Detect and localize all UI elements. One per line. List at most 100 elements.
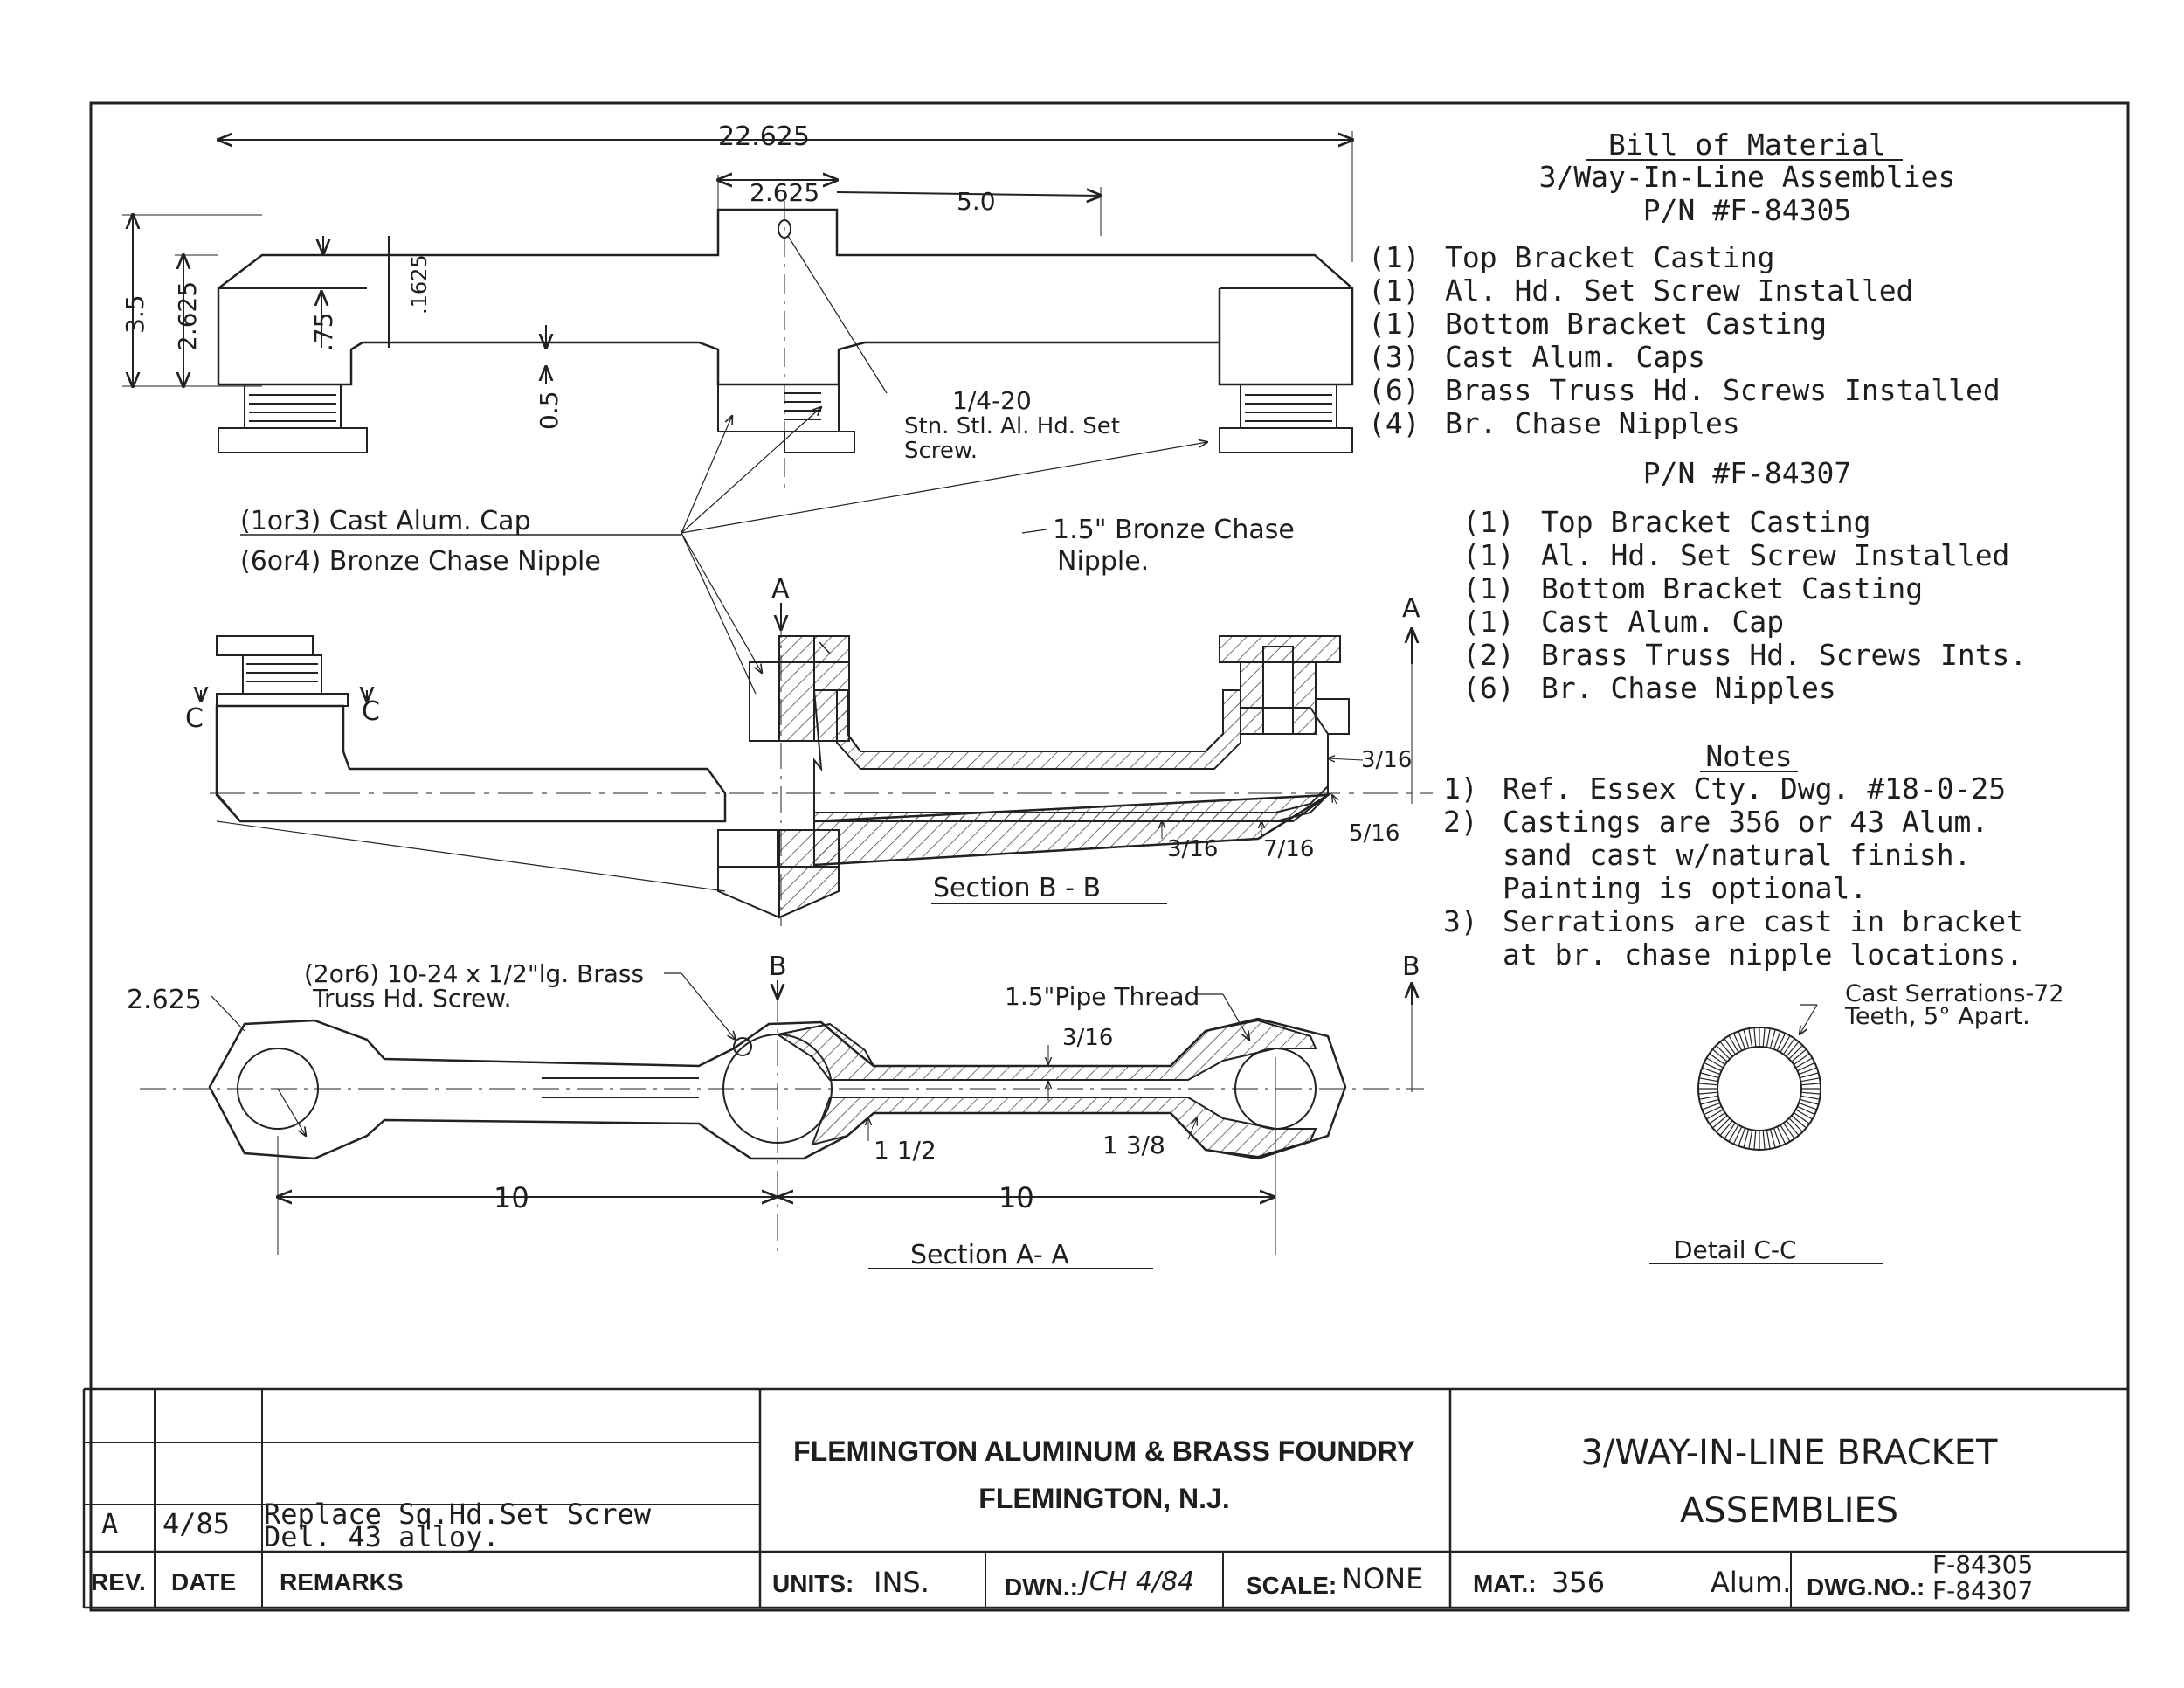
dim-wall-3: 7/16 [1263,836,1314,862]
dim-span-1: 10 [494,1181,529,1214]
bom-item-desc: Al. Hd. Set Screw Installed [1445,273,1913,308]
label-thread: 1/4-20 [952,386,1032,415]
bom-item-qty: (2) [1462,638,1515,672]
scale-label: SCALE: [1246,1572,1337,1599]
section-bb-view [201,603,1433,926]
section-aa-view [140,972,1424,1269]
dim-wall-1: 3/16 [1361,747,1412,773]
dim-h5: 0.5 [535,391,563,430]
label-setscrew-2: Screw. [904,438,978,464]
bom-item-desc: Bottom Bracket Casting [1541,571,1923,605]
bom-item-qty: (1) [1368,273,1420,308]
bom-item-desc: Al. Hd. Set Screw Installed [1541,538,2009,572]
dim-h2: 2.625 [173,281,202,351]
detail-cc-view [1649,1004,1883,1264]
drawing-number-label: DWG.NO.: [1807,1574,1925,1601]
date-header: DATE [171,1568,236,1595]
material-label: MAT.: [1473,1570,1537,1597]
dim-overall: 22.625 [718,121,810,152]
bom-item-qty: (6) [1368,373,1420,407]
section-marker-c-left: C [185,703,204,734]
dim-wall-2: 3/16 [1167,836,1218,862]
dim-dia-2: 1 3/8 [1102,1131,1165,1159]
label-bronze-chase-1: 1.5" Bronze Chase [1053,515,1295,545]
label-pipe-thread: 1.5"Pipe Thread [1005,982,1199,1011]
note-number: 1) [1443,771,1478,806]
date-value: 4/85 [162,1507,230,1540]
bom-item-qty: (4) [1368,406,1420,440]
rev-value: A [101,1507,118,1540]
note-line: Painting is optional. [1503,871,1867,905]
bom-item-qty: (1) [1368,307,1420,341]
remarks-line-2: Del. 43 alloy. [264,1520,500,1553]
dim-h3: .75 [309,312,338,351]
dim-top-b: 5.0 [957,187,996,216]
label-cast-cap: (1or3) Cast Alum. Cap [240,506,531,536]
bom-item-desc: Cast Alum. Caps [1445,340,1705,374]
bom-item-qty: (1) [1462,505,1515,539]
dim-top-a: 2.625 [750,178,819,207]
section-aa-title: Section A- A [910,1240,1069,1270]
material-value: 356 [1552,1566,1605,1599]
note-line: Castings are 356 or 43 Alum. [1503,805,1988,839]
label-truss-screw-2: Truss Hd. Screw. [312,984,511,1013]
company-name: FLEMINGTON ALUMINUM & BRASS FOUNDRY [793,1435,1415,1467]
bom-item-qty: (3) [1368,340,1420,374]
label-serrations-2: Teeth, 5° Apart. [1844,1003,2030,1030]
bom-item-qty: (1) [1368,240,1420,274]
bom-item-desc: Brass Truss Hd. Screws Installed [1445,373,2001,407]
bom-item-desc: Br. Chase Nipples [1541,671,1836,705]
bom-item-qty: (1) [1462,538,1515,572]
bom-item-desc: Br. Chase Nipples [1445,406,1740,440]
drawn-value: JCH 4/84 [1077,1567,1194,1597]
bom-item-desc: Bottom Bracket Casting [1445,307,1827,341]
note-line: Ref. Essex Cty. Dwg. #18-0-25 [1503,771,2006,806]
bom-pn-2: P/N #F-84307 [1643,456,1851,490]
section-marker-a-left: A [771,574,790,605]
drawing-title-2: ASSEMBLIES [1680,1491,1898,1531]
scale-value: NONE [1342,1562,1423,1595]
label-truss-screw-1: (2or6) 10-24 x 1/2"lg. Brass [304,959,644,988]
section-marker-b-right: B [1402,951,1420,982]
dim-radius: 2.625 [127,985,202,1015]
company-location: FLEMINGTON, N.J. [978,1483,1229,1514]
rev-header: REV. [91,1568,146,1595]
title-block [82,1387,2128,1609]
note-number: 3) [1443,904,1478,938]
label-setscrew-1: Stn. Stl. Al. Hd. Set [904,413,1120,439]
dim-h1: 3.5 [121,294,149,334]
bom-item-desc: Cast Alum. Cap [1541,605,1784,639]
top-view [122,131,1352,695]
bom-subtitle: 3/Way-In-Line Assemblies [1539,160,1956,194]
bom-item-desc: Brass Truss Hd. Screws Ints. [1541,638,2027,672]
section-marker-a-right: A [1402,593,1420,624]
bom-pn-1: P/N #F-84305 [1643,193,1851,227]
material-value-2: Alum. [1711,1566,1791,1599]
remarks-header: REMARKS [280,1568,404,1595]
note-line: sand cast w/natural finish. [1503,838,1971,872]
label-bronze-nipple: (6or4) Bronze Chase Nipple [240,546,601,577]
units-value: INS. [874,1566,930,1599]
units-label: UNITS: [772,1570,854,1597]
notes-title: Notes [1705,739,1792,773]
drawing-number-1: F-84305 [1932,1550,2033,1579]
drawn-label: DWN.: [1005,1574,1078,1601]
dim-span-2: 10 [999,1181,1034,1214]
bom-title: Bill of Material [1608,128,1886,162]
section-bb-title: Section B - B [933,873,1101,903]
bom-item-desc: Top Bracket Casting [1541,505,1871,539]
remarks-line-1: Replace Sq.Hd.Set Screw [264,1498,652,1531]
drawing-border [89,101,2130,1612]
dim-dia-1: 1 1/2 [874,1136,936,1165]
bom-item-desc: Top Bracket Casting [1445,240,1775,274]
dim-wall-4: 5/16 [1349,820,1400,847]
bom-item-qty: (1) [1462,571,1515,605]
dim-h4: .1625 [407,254,432,315]
bill-of-material: Bill of Material 3/Way-In-Line Assemblie… [1368,128,2027,705]
notes-block: Notes 1) Ref. Essex Cty. Dwg. #18-0-25 2) C… [1443,739,2023,972]
drawing-number-2: F-84307 [1932,1576,2033,1605]
bom-item-qty: (1) [1462,605,1515,639]
note-number: 2) [1443,805,1478,839]
section-marker-c-right: C [362,696,380,727]
